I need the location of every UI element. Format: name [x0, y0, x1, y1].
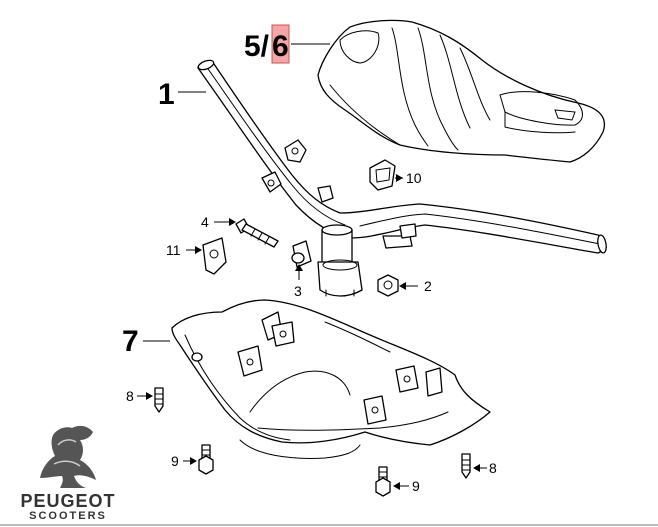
screw-8-right-part: [461, 453, 487, 479]
callout-9-left: 9: [171, 453, 179, 469]
callout-9-right: 9: [412, 478, 420, 494]
lower-cover-part: [143, 299, 491, 459]
callout-4: 4: [201, 214, 209, 230]
callout-2: 2: [424, 278, 432, 294]
handlebar-cover-part: [317, 19, 605, 163]
hex-nut-part: [377, 274, 418, 297]
highlight-box: [271, 24, 290, 64]
callout-11: 11: [166, 242, 181, 258]
screw-8-left-part: [137, 387, 164, 413]
brand-sub: SCOOTERS: [29, 510, 107, 522]
bracket-part: [186, 237, 227, 275]
callout-7: 7: [122, 325, 139, 358]
callout-10: 10: [406, 170, 422, 186]
clip-nut-part: [369, 159, 403, 191]
screw-9-left-part: [183, 444, 214, 475]
callout-1: 1: [158, 78, 175, 111]
callout-3: 3: [294, 283, 302, 299]
brand-name: PEUGEOT: [20, 491, 116, 511]
peugeot-lion-logo: [40, 425, 96, 488]
screw-9-right-part: [375, 466, 409, 497]
callout-6: 6: [272, 30, 289, 63]
handlebar-tube-part: [197, 59, 607, 297]
bolt-part: [214, 218, 279, 248]
bushing-part: [291, 240, 312, 280]
callout-5: 5/: [244, 30, 270, 63]
callout-8-left: 8: [126, 388, 134, 404]
callout-8-right: 8: [489, 460, 497, 476]
